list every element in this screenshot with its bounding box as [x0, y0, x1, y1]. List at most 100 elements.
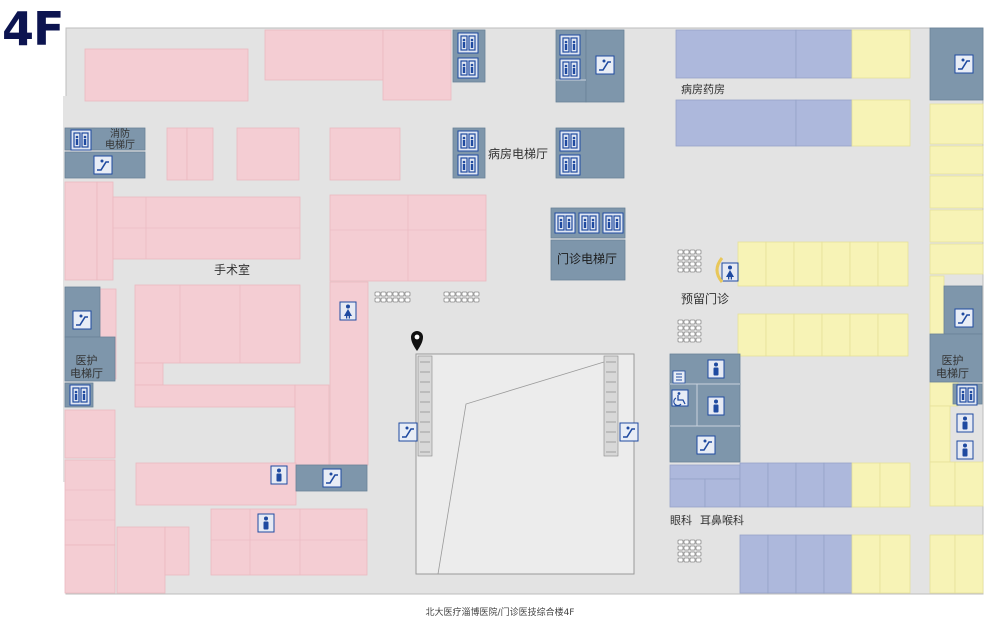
waiting-seat	[392, 291, 399, 297]
surgery-label: 手术室	[214, 263, 251, 277]
fire-elevator-label: 消防 电梯厅	[105, 129, 135, 151]
elevator-icon	[559, 34, 581, 56]
waiting-seat	[683, 319, 690, 325]
waiting-seat	[455, 297, 462, 303]
toilet-man-icon	[707, 396, 725, 416]
waiting-seat	[404, 297, 411, 303]
medical-elevator-label-left-line1: 医护	[75, 354, 98, 367]
elevator-icon	[559, 154, 581, 176]
escalator-icon	[696, 435, 716, 455]
toilet-woman-icon	[339, 301, 357, 321]
waiting-seat	[695, 325, 702, 331]
waiting-seat	[695, 255, 702, 261]
toilet-woman-icon	[721, 262, 739, 282]
waiting-seat	[449, 297, 456, 303]
waiting-seat	[695, 249, 702, 255]
waiting-seat	[689, 325, 696, 331]
ophthalmology-label: 眼科	[670, 514, 692, 527]
escalator-icon	[954, 54, 974, 74]
floor-badge: 4F	[2, 2, 64, 56]
waiting-seat	[695, 337, 702, 343]
reception-desk	[715, 257, 724, 283]
toilet-man-icon	[956, 413, 974, 433]
waiting-seat	[677, 325, 684, 331]
elevator-icon	[457, 32, 479, 54]
waiting-seat	[677, 267, 684, 273]
waiting-seat	[689, 545, 696, 551]
elevator-icon	[559, 130, 581, 152]
waiting-seat	[374, 291, 381, 297]
janitor-icon	[672, 370, 686, 384]
waiting-seat	[683, 545, 690, 551]
waiting-seat	[380, 297, 387, 303]
waiting-seat	[461, 297, 468, 303]
waiting-seat	[683, 331, 690, 337]
waiting-seat	[689, 557, 696, 563]
waiting-seat	[683, 249, 690, 255]
waiting-seat	[677, 255, 684, 261]
waiting-seat	[398, 297, 405, 303]
waiting-seat	[392, 297, 399, 303]
waiting-seat	[467, 291, 474, 297]
waiting-seat	[677, 319, 684, 325]
escalator-icon	[954, 308, 974, 328]
waiting-seat	[467, 297, 474, 303]
elevator-icon	[956, 384, 978, 406]
medical-elevator-label-right-line1: 医护	[941, 354, 964, 367]
waiting-seat	[677, 557, 684, 563]
location-pin-icon	[411, 331, 423, 351]
waiting-seat	[374, 297, 381, 303]
waiting-seat	[404, 291, 411, 297]
waiting-seat	[695, 319, 702, 325]
waiting-seat	[695, 331, 702, 337]
waiting-seat	[677, 551, 684, 557]
waiting-seat	[398, 291, 405, 297]
elevator-icon	[554, 212, 576, 234]
waiting-seat	[695, 261, 702, 267]
medical-elevator-label-left: 医护 电梯厅	[70, 354, 103, 380]
elevator-icon	[559, 58, 581, 80]
waiting-seat	[689, 319, 696, 325]
medical-elevator-label-right-line2: 电梯厅	[936, 367, 969, 380]
footer-caption: 北大医疗淄博医院/门诊医技综合楼4F	[425, 608, 575, 618]
waiting-seat	[689, 255, 696, 261]
waiting-seat	[386, 291, 393, 297]
waiting-seat	[677, 331, 684, 337]
waiting-seat	[443, 291, 450, 297]
waiting-seat	[683, 557, 690, 563]
ward-elevator-hall-label: 病房电梯厅	[488, 147, 549, 161]
waiting-seat	[449, 291, 456, 297]
elevator-icon	[602, 212, 624, 234]
waiting-seat	[695, 545, 702, 551]
waiting-seat	[689, 267, 696, 273]
waiting-seat	[473, 297, 480, 303]
waiting-seat	[695, 551, 702, 557]
escalator-icon	[322, 468, 342, 488]
waiting-seat	[683, 539, 690, 545]
waiting-seat	[443, 297, 450, 303]
waiting-seat	[473, 291, 480, 297]
medical-elevator-label-left-line2: 电梯厅	[70, 367, 103, 380]
waiting-seat	[683, 267, 690, 273]
waiting-seat	[689, 539, 696, 545]
surgery-zone	[64, 29, 487, 594]
toilet-man-icon	[956, 440, 974, 460]
waiting-seat	[683, 337, 690, 343]
escalator-icon	[595, 55, 615, 75]
waiting-seat	[689, 551, 696, 557]
elevator-icon	[578, 212, 600, 234]
medical-elevator-label-right: 医护 电梯厅	[936, 354, 969, 380]
escalator-icon	[72, 310, 92, 330]
toilet-man-icon	[270, 465, 288, 485]
waiting-seat	[683, 551, 690, 557]
fire-elevator-label-line2: 电梯厅	[105, 140, 135, 151]
toilet-man-icon	[257, 513, 275, 533]
ward-pharmacy-label: 病房药房	[681, 83, 725, 96]
waiting-seat	[689, 331, 696, 337]
clinic-blue-zone	[669, 29, 853, 594]
waiting-seat	[683, 325, 690, 331]
waiting-seat	[455, 291, 462, 297]
escalator-icon	[398, 422, 418, 442]
accessible-icon	[671, 389, 689, 407]
